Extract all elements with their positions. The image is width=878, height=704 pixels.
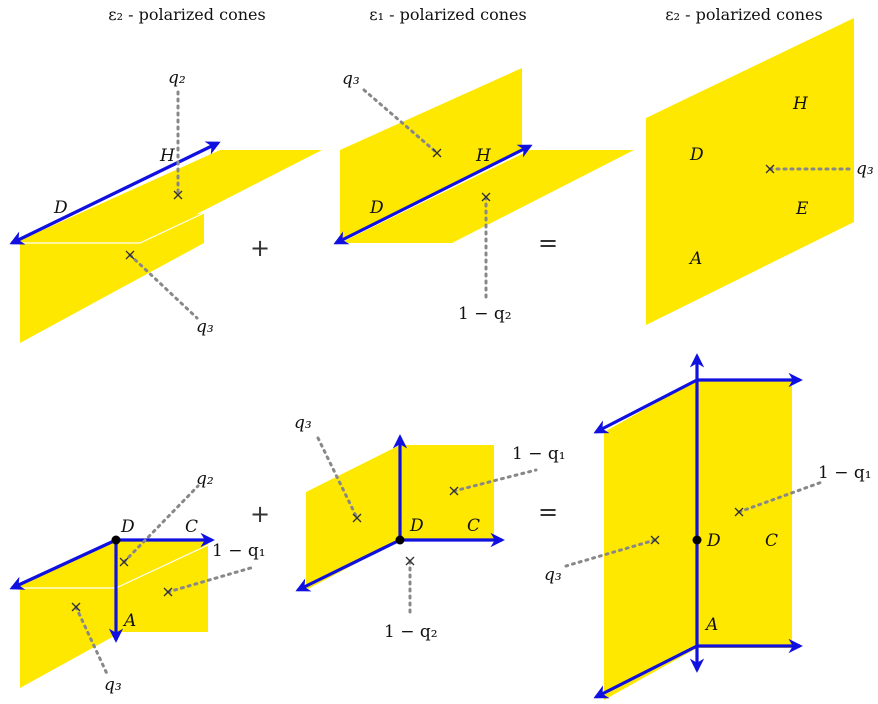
dotted-line-q3 [316, 436, 359, 520]
plus-operator: + [250, 234, 270, 262]
right-half-plane [697, 380, 792, 648]
cross-mark [352, 513, 362, 523]
label-1-minus-q2: 1 − q₂ [458, 304, 512, 324]
cross-mark [432, 148, 442, 158]
plane-edge [115, 544, 209, 589]
label-D: D [409, 516, 424, 536]
vertex-dot [395, 535, 405, 545]
label-q3: q₃ [342, 69, 360, 89]
label-D: D [689, 145, 704, 165]
label-q3: q₃ [544, 565, 562, 585]
left-half-plane [604, 380, 697, 700]
label-q2: q₂ [168, 68, 186, 88]
title-left: ε₂ - polarized cones [108, 5, 265, 24]
label-D: D [369, 198, 384, 218]
top-left-cone: D H q₂ q₃ [9, 68, 322, 343]
label-A: A [122, 611, 136, 631]
bottom-left-cone: D C A q₂ 1 − q₁ q₃ [9, 469, 266, 695]
label-q2: q₂ [196, 469, 214, 489]
label-q3: q₃ [294, 413, 312, 433]
vertex-dot [111, 535, 121, 545]
label-q3: q₃ [856, 159, 874, 179]
ray-D-left [9, 538, 117, 590]
title-middle: ε₁ - polarized cones [369, 5, 526, 24]
title-right: ε₂ - polarized cones [665, 5, 822, 24]
cross-mark [163, 587, 173, 597]
dotted-line-1-q1 [166, 565, 256, 594]
label-D: D [706, 531, 721, 551]
label-1-minus-q2: 1 − q₂ [384, 622, 438, 642]
cross-mark [405, 556, 415, 566]
dotted-line-q3 [74, 605, 110, 678]
ray-top-left [593, 378, 698, 434]
cross-mark [71, 602, 81, 612]
label-1-minus-q1: 1 − q₁ [818, 463, 872, 483]
vertex-dot [692, 535, 702, 545]
dotted-line-q3 [564, 538, 657, 568]
cross-mark [765, 164, 775, 174]
label-A: A [704, 615, 718, 635]
label-H: H [792, 94, 809, 114]
dotted-line-q3 [128, 253, 199, 320]
full-plane [646, 18, 854, 325]
label-E: E [795, 199, 809, 219]
label-H: H [159, 146, 176, 166]
label-C: C [185, 517, 198, 537]
ray-bottom-left [593, 644, 698, 699]
lower-half-plane [20, 213, 204, 343]
label-H: H [475, 146, 492, 166]
dotted-line-q3 [362, 88, 438, 154]
upper-half-plane [14, 540, 208, 588]
label-C: C [765, 531, 778, 551]
label-D: D [120, 517, 135, 537]
cross-mark [481, 192, 491, 202]
ray-D-H [333, 144, 533, 245]
ray-D-H [9, 141, 221, 245]
cross-mark [173, 190, 183, 200]
dotted-line-1-q1 [452, 468, 538, 493]
top-right-cone: D H E A q₃ [646, 18, 874, 325]
label-D: D [53, 198, 68, 218]
equals-operator: = [538, 498, 558, 526]
label-q3: q₃ [196, 317, 214, 337]
cross-mark [449, 486, 459, 496]
cross-mark [650, 535, 660, 545]
cross-mark [119, 557, 129, 567]
label-1-minus-q1: 1 − q₁ [212, 541, 266, 561]
label-C: C [467, 516, 480, 536]
top-middle-cone: D H q₃ 1 − q₂ [333, 68, 634, 324]
plus-operator: + [250, 500, 270, 528]
cross-mark [125, 250, 135, 260]
bottom-middle-cone: D C q₃ 1 − q₁ 1 − q₂ [294, 413, 566, 642]
ray-D-left [295, 538, 401, 592]
dotted-line-1-q1 [737, 480, 824, 514]
equals-operator: = [538, 229, 558, 257]
bottom-right-cone: D C A q₃ 1 − q₁ [544, 353, 872, 700]
cross-mark [734, 507, 744, 517]
label-A: A [688, 249, 702, 269]
label-q3: q₃ [104, 675, 122, 695]
label-1-minus-q1: 1 − q₁ [512, 444, 566, 464]
